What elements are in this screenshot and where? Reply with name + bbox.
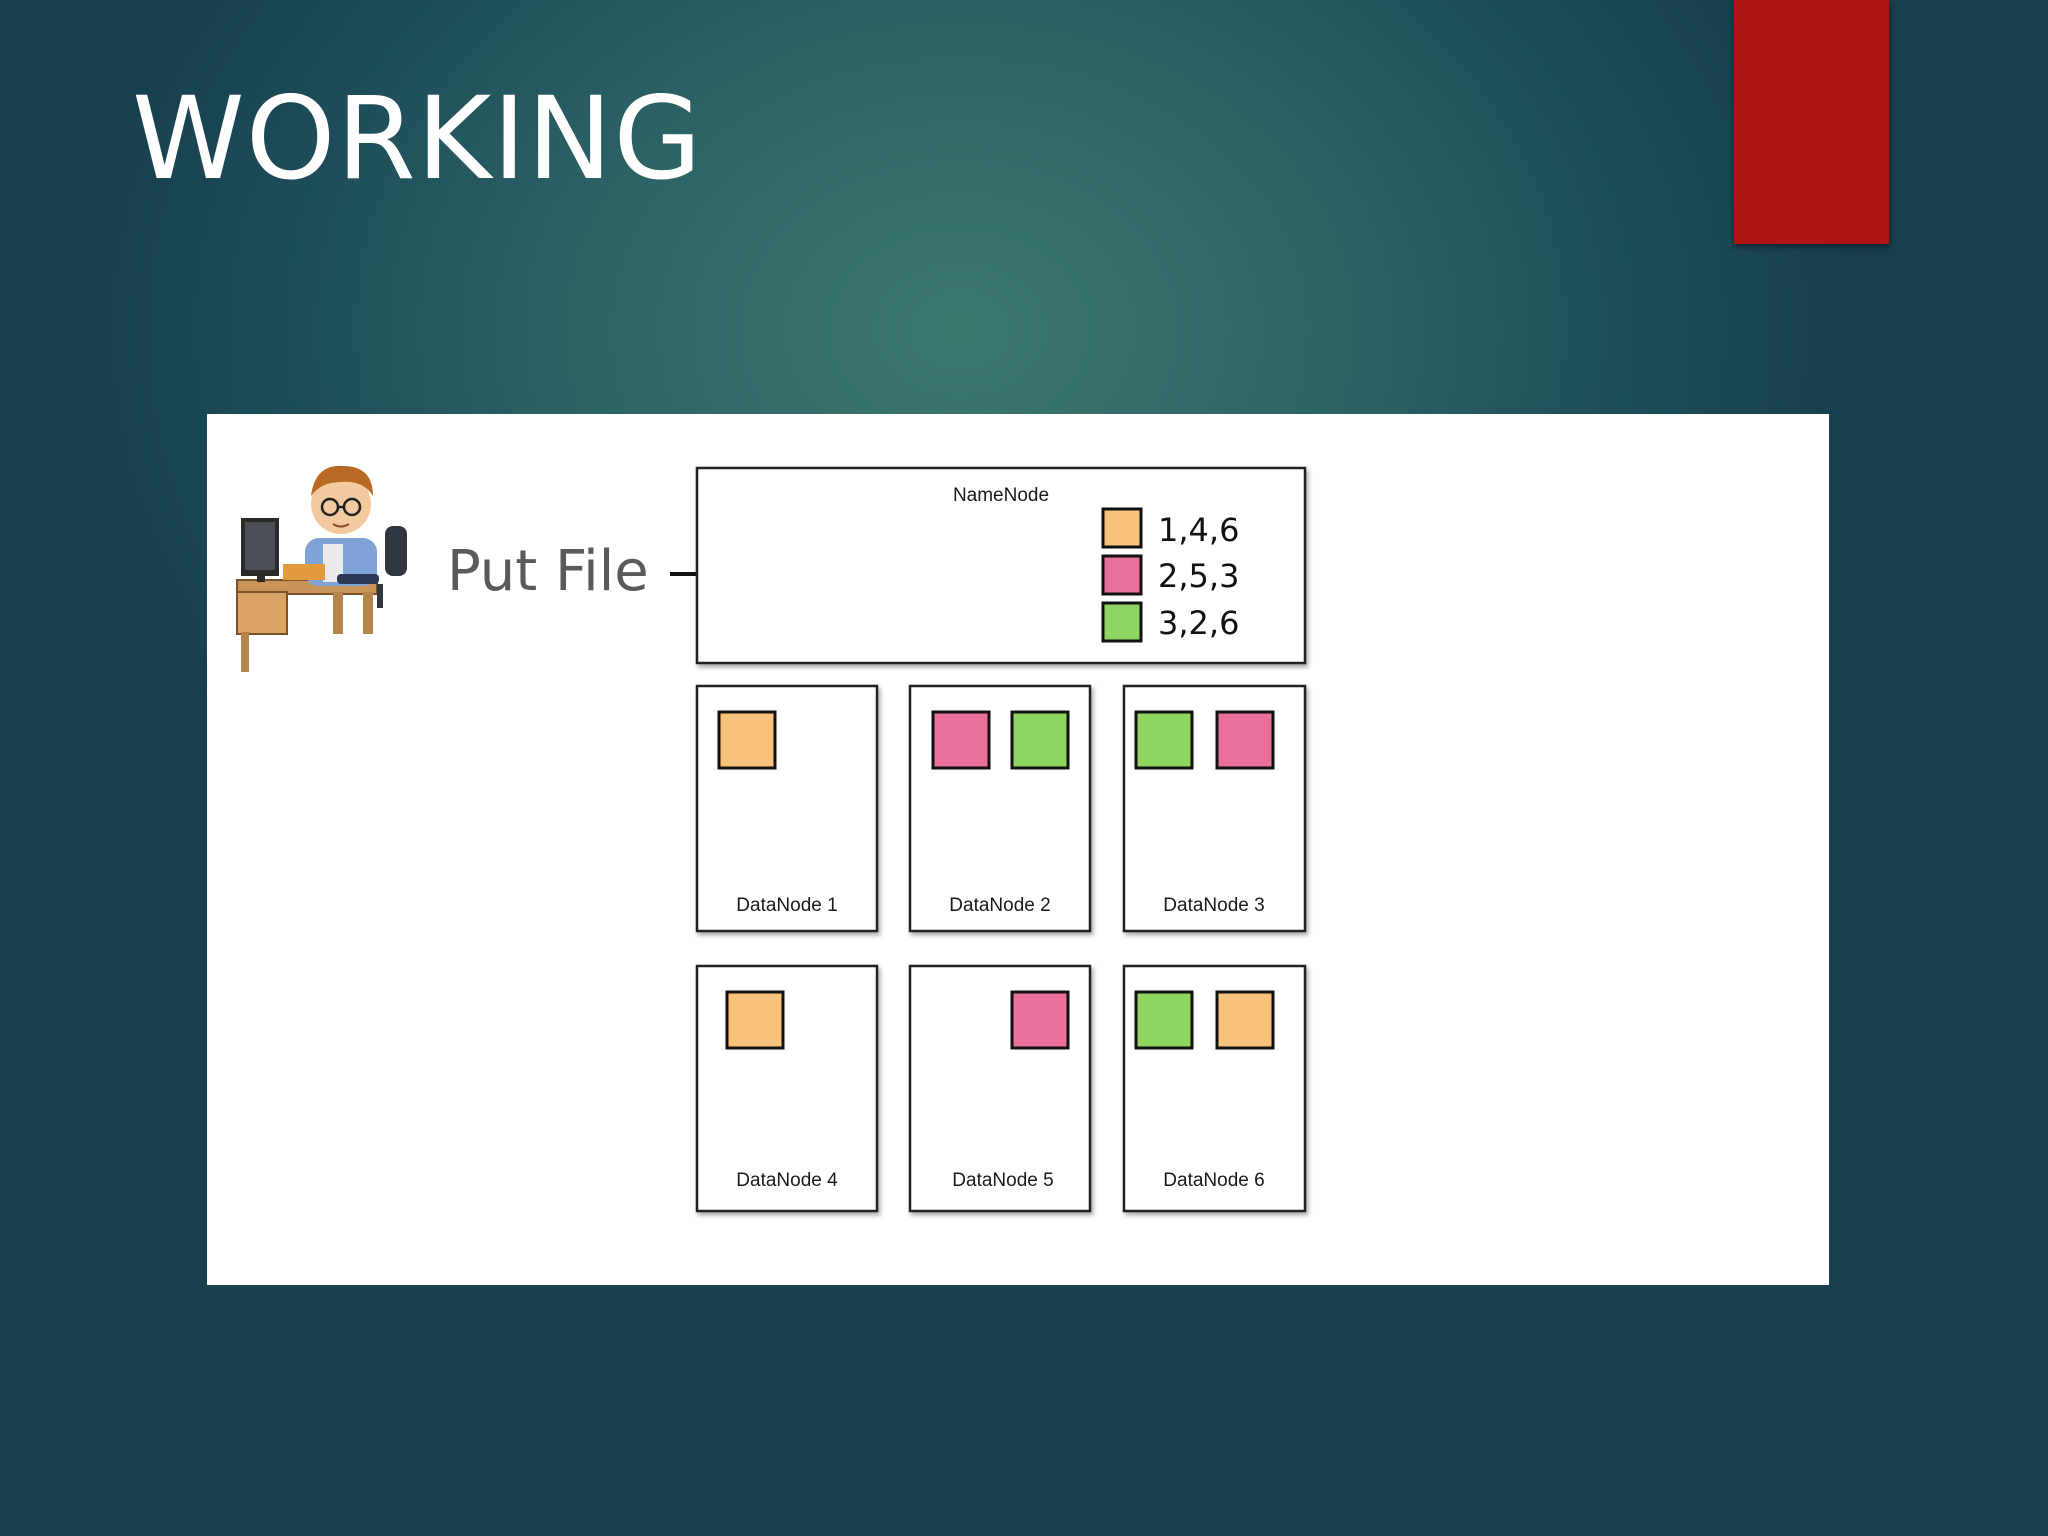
hdfs-diagram: Put File NameNode 1,4,6 2,5,3 3,2,6 bbox=[207, 414, 1829, 1285]
accent-bar bbox=[1734, 0, 1889, 244]
data-block bbox=[1136, 992, 1192, 1048]
namenode-mapping: 1,4,6 bbox=[1103, 509, 1239, 549]
data-block bbox=[933, 712, 989, 768]
namenode-mapping: 3,2,6 bbox=[1103, 603, 1239, 642]
data-block bbox=[1136, 712, 1192, 768]
datanode-label: DataNode 1 bbox=[736, 895, 837, 916]
data-block bbox=[1012, 712, 1068, 768]
slide-title: WORKING bbox=[132, 82, 703, 196]
namenode-box: NameNode 1,4,6 2,5,3 3,2,6 bbox=[697, 468, 1305, 663]
data-block bbox=[719, 712, 775, 768]
namenode-mapping: 2,5,3 bbox=[1103, 556, 1239, 595]
mapping-text: 3,2,6 bbox=[1158, 604, 1239, 642]
developer-at-desk-icon bbox=[237, 466, 407, 672]
datanode-box: DataNode 1 bbox=[697, 686, 877, 931]
datanode-label: DataNode 6 bbox=[1163, 1170, 1264, 1191]
datanode-box: DataNode 5 bbox=[910, 966, 1090, 1211]
mapping-text: 1,4,6 bbox=[1158, 511, 1239, 549]
datanode-label: DataNode 5 bbox=[952, 1170, 1053, 1191]
datanode-label: DataNode 2 bbox=[949, 895, 1050, 916]
namenode-label: NameNode bbox=[953, 485, 1049, 506]
datanode-label: DataNode 3 bbox=[1163, 895, 1264, 916]
datanode-box: DataNode 3 bbox=[1124, 686, 1305, 931]
datanode-label: DataNode 4 bbox=[736, 1170, 838, 1191]
data-block bbox=[1217, 712, 1273, 768]
datanode-box: DataNode 4 bbox=[697, 966, 877, 1211]
datanode-box: DataNode 2 bbox=[910, 686, 1090, 931]
diagram-panel: Put File NameNode 1,4,6 2,5,3 3,2,6 bbox=[207, 414, 1829, 1285]
data-block bbox=[1217, 992, 1273, 1048]
mapping-text: 2,5,3 bbox=[1158, 557, 1239, 595]
put-file-label: Put File bbox=[447, 539, 649, 604]
data-block bbox=[727, 992, 783, 1048]
data-block bbox=[1012, 992, 1068, 1048]
datanode-box: DataNode 6 bbox=[1124, 966, 1305, 1211]
